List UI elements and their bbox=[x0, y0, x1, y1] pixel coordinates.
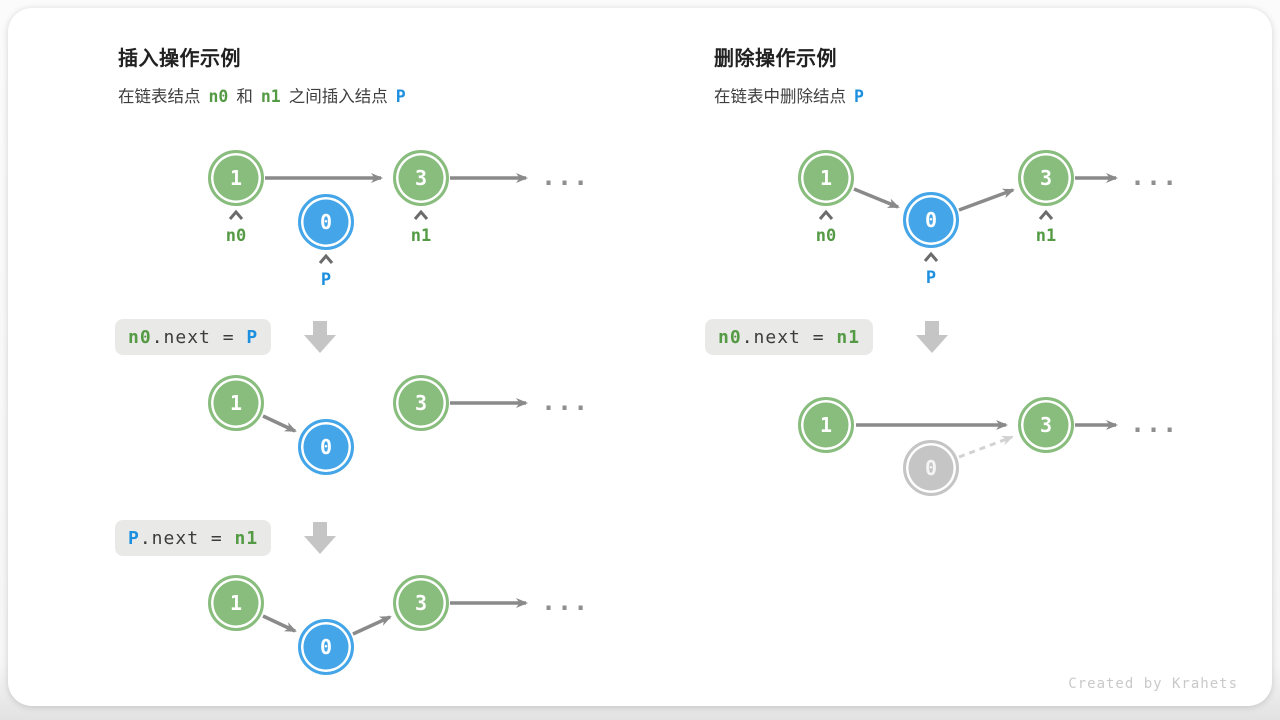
insert-diagram-initial: 1 0 3 ... n0 n1 P bbox=[200, 146, 588, 306]
pointer-caret-p-icon bbox=[318, 253, 334, 264]
code-lhs: P bbox=[128, 527, 140, 549]
insert-diagram-step2: 1 0 3 ... bbox=[200, 571, 588, 716]
ellipsis: ... bbox=[541, 387, 590, 416]
ellipsis: ... bbox=[541, 162, 590, 191]
insert-subtitle-text-2: 和 bbox=[236, 87, 253, 106]
list-node-3: 3 bbox=[1018, 150, 1074, 206]
code-rhs: n1 bbox=[234, 527, 259, 549]
insert-subtitle-text-1: 在链表结点 bbox=[118, 87, 201, 106]
arrow-node1-to-nodep bbox=[262, 614, 297, 633]
insert-step2-wires bbox=[262, 598, 528, 636]
node-value: 1 bbox=[819, 166, 833, 190]
insert-subtitle-n0: n0 bbox=[208, 87, 229, 106]
node-value: 3 bbox=[1039, 166, 1053, 190]
list-node-1: 1 bbox=[208, 575, 264, 631]
node-value: 0 bbox=[319, 435, 333, 459]
pointer-caret-n1-icon bbox=[413, 209, 429, 220]
code-lhs: n0 bbox=[128, 326, 152, 348]
list-node-3: 3 bbox=[393, 150, 449, 206]
insert-subtitle: 在链表结点 n0 和 n1 之间插入结点 P bbox=[118, 83, 414, 107]
dashed-arrow-deleted-node-to-node3 bbox=[958, 435, 1014, 459]
node-value: 0 bbox=[924, 208, 938, 232]
delete-diagram-initial: 1 0 3 ... n0 n1 P bbox=[790, 146, 1185, 326]
code-mid: .next = bbox=[741, 326, 837, 348]
pointer-caret-n0-icon bbox=[818, 209, 834, 220]
arrow-nodep-to-node3 bbox=[958, 188, 1015, 212]
node-value: 1 bbox=[229, 591, 243, 615]
insert-subtitle-p: P bbox=[395, 87, 406, 106]
delete-result-wires bbox=[856, 420, 1118, 459]
arrow-nodep-to-node3 bbox=[352, 615, 392, 636]
arrow-node1-to-nodep bbox=[262, 414, 297, 433]
insert-step1-wires bbox=[262, 398, 528, 433]
node-value: 1 bbox=[819, 413, 833, 437]
list-node-1: 1 bbox=[208, 375, 264, 431]
delete-title: 删除操作示例 bbox=[714, 46, 837, 70]
delete-subtitle-text-1: 在链表中删除结点 bbox=[714, 87, 846, 106]
credit-text: Created by Krahets bbox=[1068, 676, 1238, 692]
list-node-p: 0 bbox=[298, 419, 354, 475]
pointer-caret-p-icon bbox=[923, 251, 939, 262]
list-node-1: 1 bbox=[798, 150, 854, 206]
node-value: 3 bbox=[414, 591, 428, 615]
insert-step1-code: n0.next = P bbox=[115, 319, 272, 355]
code-rhs: P bbox=[246, 326, 259, 348]
list-node-p-deleted: 0 bbox=[903, 440, 959, 496]
list-node-3: 3 bbox=[1018, 397, 1074, 453]
list-node-1: 1 bbox=[208, 150, 264, 206]
insert-subtitle-n1: n1 bbox=[260, 87, 281, 106]
arrow-node1-to-nodep bbox=[853, 187, 900, 209]
node-value: 0 bbox=[319, 210, 333, 234]
ellipsis: ... bbox=[541, 587, 590, 616]
list-node-p: 0 bbox=[298, 194, 354, 250]
code-mid: .next = bbox=[139, 527, 235, 549]
delete-subtitle: 在链表中删除结点 P bbox=[714, 83, 872, 107]
node-value: 1 bbox=[229, 166, 243, 190]
insert-initial-wires bbox=[228, 173, 528, 264]
delete-diagram-result: 1 0 3 ... bbox=[790, 395, 1185, 520]
delete-step1-code: n0.next = n1 bbox=[705, 319, 874, 355]
label-n0: n0 bbox=[225, 226, 247, 246]
insert-title: 插入操作示例 bbox=[118, 46, 241, 70]
code-lhs: n0 bbox=[718, 326, 742, 348]
node-value: 0 bbox=[924, 456, 938, 480]
node-value: 0 bbox=[319, 635, 333, 659]
ellipsis: ... bbox=[1130, 409, 1179, 438]
insert-diagram-step1: 1 0 3 ... bbox=[200, 371, 588, 506]
down-arrow-icon bbox=[304, 321, 336, 353]
label-n0: n0 bbox=[815, 226, 837, 246]
delete-subtitle-p: P bbox=[854, 87, 864, 106]
insert-subtitle-text-3: 之间插入结点 bbox=[288, 87, 388, 106]
node-value: 3 bbox=[1039, 413, 1053, 437]
label-n1: n1 bbox=[1035, 226, 1057, 246]
pointer-caret-n0-icon bbox=[228, 209, 244, 220]
label-n1: n1 bbox=[410, 226, 432, 246]
code-rhs: n1 bbox=[836, 326, 861, 348]
label-p: P bbox=[925, 268, 937, 288]
down-arrow-icon bbox=[916, 321, 948, 353]
code-mid: .next = bbox=[151, 326, 247, 348]
list-node-p: 0 bbox=[298, 619, 354, 675]
node-value: 1 bbox=[229, 391, 243, 415]
insert-step2-code: P.next = n1 bbox=[115, 520, 272, 556]
list-node-3: 3 bbox=[393, 575, 449, 631]
list-node-3: 3 bbox=[393, 375, 449, 431]
pointer-caret-n1-icon bbox=[1038, 209, 1054, 220]
ellipsis: ... bbox=[1130, 162, 1179, 191]
list-node-1: 1 bbox=[798, 397, 854, 453]
delete-initial-wires bbox=[818, 173, 1118, 262]
list-node-p: 0 bbox=[903, 192, 959, 248]
down-arrow-icon bbox=[304, 522, 336, 554]
label-p: P bbox=[320, 270, 332, 290]
node-value: 3 bbox=[414, 166, 428, 190]
node-value: 3 bbox=[414, 391, 428, 415]
